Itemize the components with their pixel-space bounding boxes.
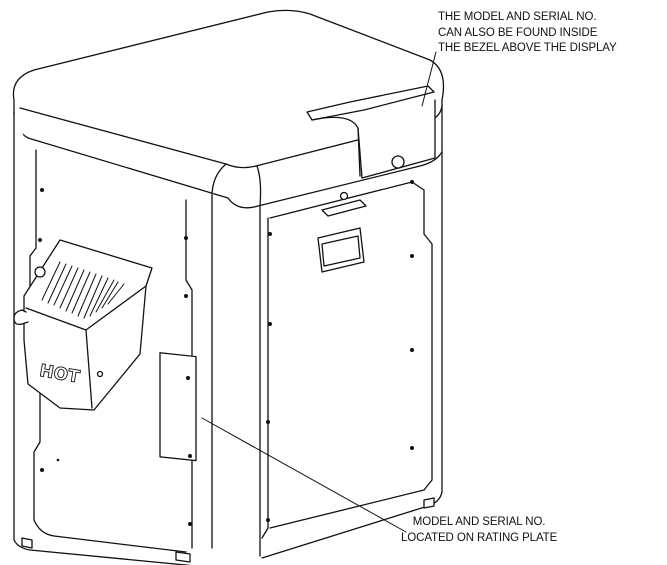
bezel-callout-line-2: CAN ALSO BE FOUND INSIDE (438, 26, 598, 39)
rating-plate-callout: MODEL AND SERIAL NO. LOCATED ON RATING P… (401, 515, 557, 546)
display-bezel (306, 85, 436, 179)
rating-plate-callout-line-1: MODEL AND SERIAL NO. (412, 516, 546, 528)
bezel-callout-line-3: THE BEZEL ABOVE THE DISPLAY (438, 42, 617, 54)
front-panel (259, 151, 443, 559)
rating-plate (159, 352, 197, 462)
feet (21, 497, 435, 563)
top-lid (12, 9, 445, 209)
vent-grille (41, 261, 125, 319)
vent-hood (13, 239, 153, 411)
rating-plate-callout-line-2: LOCATED ON RATING PLATE (401, 531, 558, 544)
rating-plate-leader (201, 417, 407, 533)
bezel-callout-line-1: THE MODEL AND SERIAL NO. (438, 11, 597, 23)
bezel-callout: THE MODEL AND SERIAL NO. CAN ALSO BE FOU… (438, 10, 617, 57)
rivets (38, 180, 414, 526)
bezel-leader (421, 51, 437, 107)
